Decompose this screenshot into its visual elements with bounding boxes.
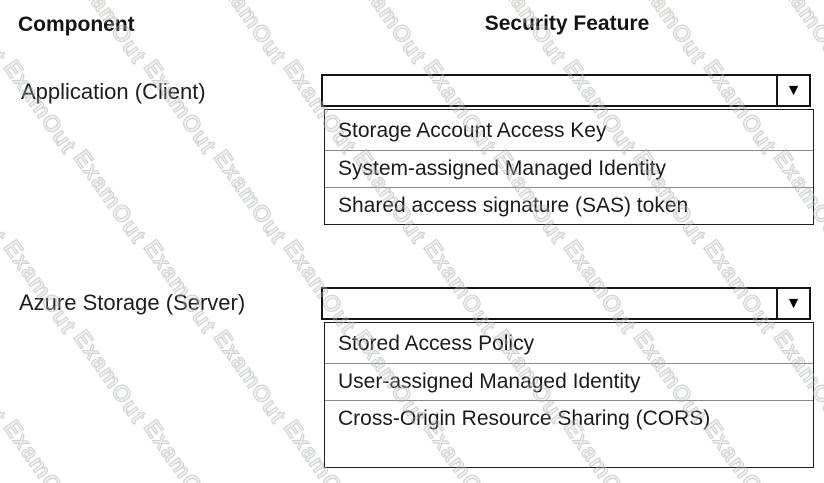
security-feature-column-header: Security Feature	[484, 12, 650, 35]
component-label-azure-storage-server: Azure Storage (Server)	[19, 290, 246, 315]
watermark-text: ExamOut	[208, 325, 292, 429]
dropdown-option[interactable]: System-assigned Managed Identity	[325, 150, 813, 187]
watermark-text: ExamOut	[0, 0, 12, 69]
dropdown-arrow-button[interactable]: ▼	[776, 289, 809, 318]
watermark-text: ExamOut	[0, 415, 82, 483]
dropdown-option[interactable]: Storage Account Access Key	[338, 119, 607, 142]
security-feature-dropdown-azure-storage[interactable]: ▼	[321, 287, 811, 320]
chevron-down-icon: ▼	[785, 81, 802, 99]
watermark-text: ExamOut	[208, 145, 292, 249]
watermark-text: ExamOut	[0, 145, 12, 249]
dropdown-option[interactable]: Stored Access Policy	[338, 332, 535, 355]
component-label-application-client: Application (Client)	[21, 79, 206, 104]
watermark-text: ExamOut	[138, 55, 222, 159]
dropdown-option[interactable]: User-assigned Managed Identity	[325, 363, 813, 400]
watermark-text: ExamOut	[0, 325, 12, 429]
watermark-text: ExamOut	[0, 235, 82, 339]
watermark-text: ExamOut	[68, 325, 152, 429]
dropdown-options-list-azure-storage: Stored Access Policy User-assigned Manag…	[324, 322, 814, 468]
security-feature-dropdown-application[interactable]: ▼	[321, 74, 811, 107]
dropdown-option[interactable]: Cross-Origin Resource Sharing (CORS)	[325, 400, 813, 437]
component-column-header: Component	[18, 13, 135, 36]
dropdown-selected-value[interactable]	[323, 76, 776, 105]
watermark-text: ExamOut	[68, 145, 152, 249]
dropdown-arrow-button[interactable]: ▼	[776, 76, 809, 105]
dropdown-list-empty-space	[325, 437, 813, 467]
watermark-text: ExamOut	[138, 235, 222, 339]
dropdown-options-list-application: Storage Account Access Key System-assign…	[324, 109, 814, 225]
chevron-down-icon: ▼	[785, 294, 802, 312]
dropdown-selected-value[interactable]	[323, 289, 776, 318]
dropdown-option[interactable]: Shared access signature (SAS) token	[325, 187, 813, 224]
watermark-text: ExamOut	[0, 55, 82, 159]
watermark-text: ExamOut	[208, 0, 292, 69]
watermark-text: ExamOut	[138, 415, 222, 483]
